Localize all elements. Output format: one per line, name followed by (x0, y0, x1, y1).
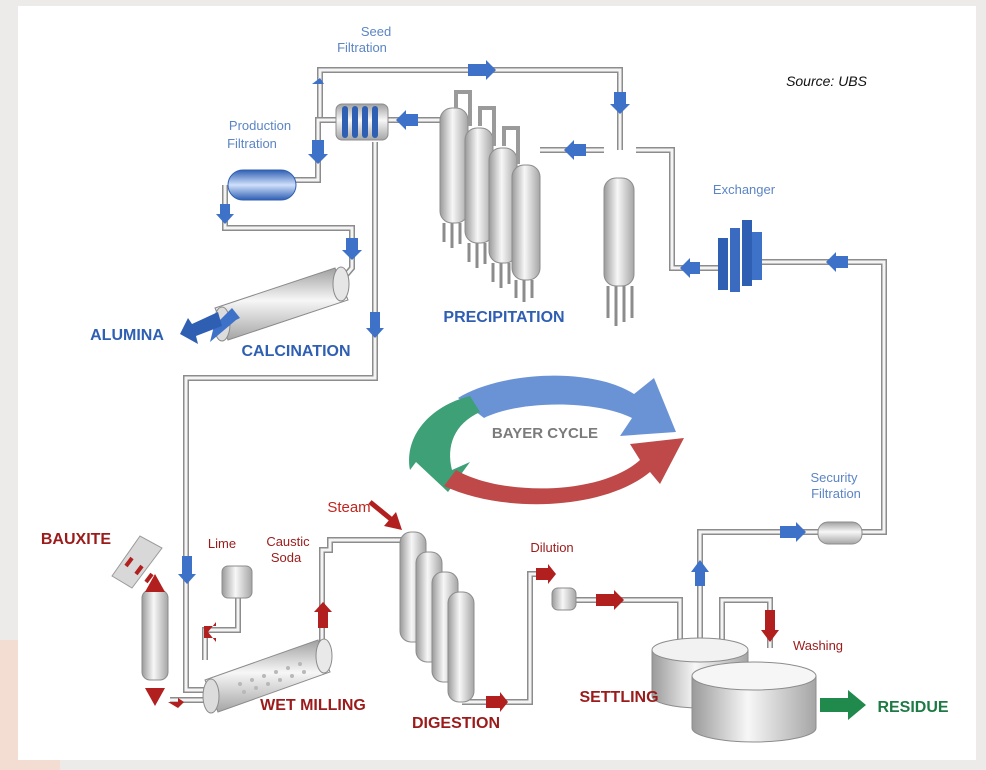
blue-flow-arrows (178, 60, 848, 586)
seed-filtration-label-line2: Filtration (337, 40, 387, 55)
precipitation-label: PRECIPITATION (443, 309, 564, 326)
red-flow-arrows (168, 500, 779, 712)
seed-filtration-label-line1: Seed (361, 24, 391, 39)
bayer-cycle-label: BAYER CYCLE (492, 425, 598, 442)
calcination-label: CALCINATION (241, 343, 350, 360)
exchanger-label: Exchanger (713, 182, 776, 197)
security-filtration-label-line2: Filtration (811, 486, 861, 501)
production-filtration-label-line2: Filtration (227, 136, 277, 151)
alumina-label: ALUMINA (90, 327, 164, 344)
residue-label: RESIDUE (877, 699, 948, 716)
wet-milling-label: WET MILLING (260, 697, 366, 714)
seed-filtration-filter (335, 103, 389, 141)
source-note: Source: UBS (786, 73, 868, 89)
production-filtration-vessel (227, 169, 297, 201)
lime-tank (221, 565, 253, 599)
steam-label: Steam (327, 499, 370, 516)
dilution-label: Dilution (530, 540, 573, 555)
lime-label: Lime (208, 536, 236, 551)
digestion-tanks (399, 531, 475, 703)
settling-tanks (651, 637, 817, 743)
washing-label: Washing (793, 638, 843, 653)
security-filtration-vessel (817, 521, 863, 545)
security-filtration-label-line1: Security (811, 470, 858, 485)
bauxite-label: BAUXITE (41, 531, 112, 548)
production-filtration-label-line1: Production (229, 118, 291, 133)
residue-output-arrow (820, 690, 866, 720)
dilution-tank (551, 587, 577, 611)
alumina-output-arrow (180, 312, 222, 344)
caustic-soda-label-line2: Soda (271, 550, 302, 565)
caustic-soda-label-line1: Caustic (266, 534, 310, 549)
bauxite-feed (111, 535, 169, 706)
bayer-cycle-graphic: BAYER CYCLE (409, 375, 684, 505)
precipitation-tanks (439, 90, 635, 326)
digestion-label: DIGESTION (412, 715, 500, 732)
heat-exchanger (718, 220, 762, 292)
settling-label: SETTLING (579, 689, 658, 706)
calcination-kiln (213, 266, 350, 342)
wet-milling-mill (202, 638, 333, 714)
